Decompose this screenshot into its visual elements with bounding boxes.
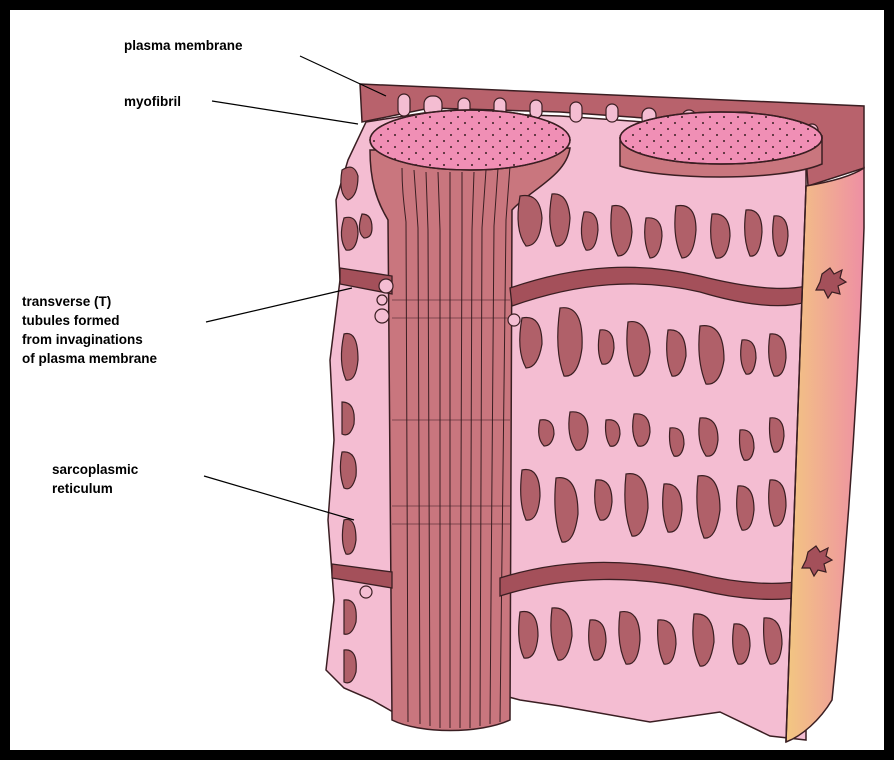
label-myofibril: myofibril	[124, 92, 181, 111]
label-plasma-membrane: plasma membrane	[124, 36, 243, 55]
label-t-tubules: transverse (T) tubules formed from invag…	[22, 292, 157, 368]
label-sarcoplasmic-reticulum: sarcoplasmic reticulum	[52, 460, 138, 498]
leader-t-tubules	[206, 288, 352, 322]
leader-plasma-membrane	[300, 56, 386, 96]
leader-myofibril	[212, 101, 358, 124]
